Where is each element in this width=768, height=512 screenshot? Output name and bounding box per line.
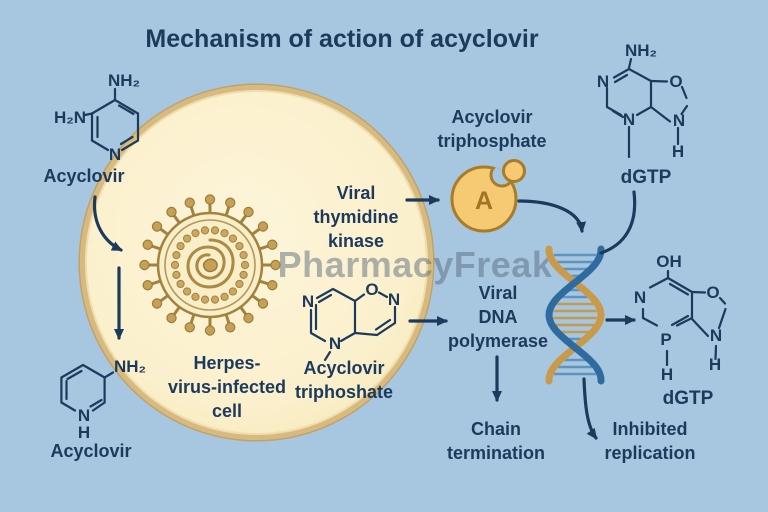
atom-h: H [661,365,673,384]
label-line: virus-infected [167,377,287,397]
molecule-dgtp-bottom: OH N P H O N H dGTP [634,252,727,409]
label-line: cell [211,401,243,421]
virus-core [202,258,218,273]
label-viral-dna-polymerase: Viral DNA polymerase [448,281,548,353]
molecule-acyclovir-top: NH₂ H₂N N [54,71,140,164]
label-inhibited-replication: Inhibited replication [604,417,695,465]
page-title: Mechanism of action of acyclovir [145,25,539,53]
arrow-dna-to-inhibited [582,377,598,440]
label-line: Chain [470,419,522,439]
label-chain-termination: Chain termination [447,417,545,465]
enzyme-blob: A [450,159,526,233]
watermark: PharmacyFreak [277,244,553,285]
virus-capsid-beads [170,226,250,304]
atom-o: O [669,72,682,91]
molecule-dgtp-top: NH₂ N N O N H dGTP [597,41,689,188]
atom-h: H [672,142,684,161]
label-line: DNA [478,307,518,327]
atom-n: N [302,292,314,311]
label-line: Viral [336,183,376,203]
label-line: Viral [478,283,518,303]
atom-n: N [673,111,685,130]
arrow-acyclovir-into-cell [92,195,123,252]
atom-n: N [109,145,121,164]
atom-nh2: NH₂ [625,41,657,60]
label-line: Inhibited [612,419,688,439]
atom-p: P [660,330,671,349]
enzyme-knob [502,159,526,183]
atom-n: N [78,406,90,425]
atom-nh2: NH₂ [108,71,140,90]
atom-h: H [709,355,721,374]
atom-o: O [706,283,719,302]
label-viral-thymidine-kinase: Viral thymidine kinase [313,181,398,253]
atom-n: N [634,288,646,307]
label-line: Acyclovir [303,358,385,378]
label-acyclovir-triphoshate: Acyclovir triphoshate [295,356,393,404]
label-line: triphoshate [294,382,394,402]
virus-genome-coil [186,238,235,289]
atom-n: N [623,110,635,129]
label-acyclovir-top: Acyclovir [43,166,125,186]
arrow-dgtp-to-dna [599,190,637,255]
label-line: kinase [327,231,385,251]
atom-nh2: NH₂ [114,357,146,376]
atom-n: N [710,326,722,345]
virus-spikes [139,194,281,336]
label-acyclovir-triphosphate: Acyclovir triphosphate [437,105,546,153]
label-dgtp-top: dGTP [621,167,672,188]
atom-n: N [329,334,341,353]
molecule-acyclovir-bottom: NH₂ N H [60,357,146,442]
label-line: termination [446,443,546,463]
label-line: Herpes- [193,353,261,373]
atom-oh: OH [656,252,682,271]
virus-particle-icon [139,194,281,336]
virus-inner-ring [164,219,256,311]
label-line: triphosphate [437,131,547,151]
label-acyclovir-bottom: Acyclovir [50,441,132,461]
atom-n: N [597,72,609,91]
atom-o: O [365,280,378,299]
label-line: polymerase [447,331,549,351]
arrow-triphosphate-to-dna [517,199,587,233]
label-line: replication [604,443,696,463]
atom-h2n: H₂N [54,108,86,127]
label-dgtp-bottom: dGTP [663,388,714,409]
label-line: thymidine [313,207,399,227]
atom-n: N [388,290,400,309]
molecule-acyclovir-triphoshate: N N O N [302,280,400,362]
label-line: Acyclovir [451,107,533,127]
label-herpes-cell: Herpes- virus-infected cell [168,351,286,423]
atom-h: H [78,423,90,442]
enzyme-letter: A [475,187,493,215]
